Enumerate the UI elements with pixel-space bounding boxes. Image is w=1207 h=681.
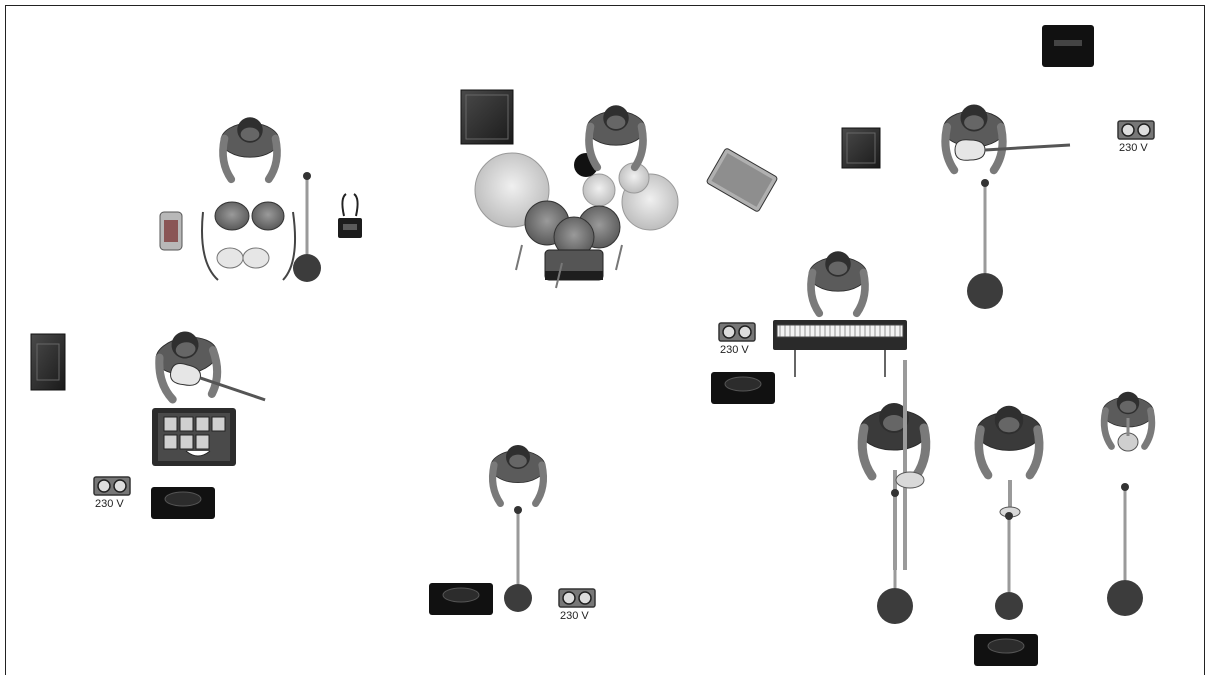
outlet-voltage-label: 230 V: [1119, 142, 1148, 154]
bass-amp-icon: [31, 334, 65, 390]
floor-monitor-icon: [974, 634, 1038, 666]
side-fill-speaker-icon: [706, 148, 778, 213]
floor-monitor-icon: [711, 372, 775, 404]
percussionist-icon: [221, 117, 279, 179]
monitor-wedge-icon: [1042, 25, 1094, 67]
guitarist-icon: [943, 105, 1004, 171]
power-outlet-icon: [1118, 121, 1154, 139]
floor-monitor-icon: [151, 487, 215, 519]
power-outlet-icon: [719, 323, 755, 341]
mic-stand-icon: [967, 179, 1003, 309]
mic-stand-icon: [1107, 483, 1143, 616]
drummer-icon: [587, 105, 645, 167]
bass-guitarist-icon: [153, 327, 223, 401]
pedalboard-icon: [152, 408, 236, 466]
outlet-voltage-label: 230 V: [95, 498, 124, 510]
trombonist-icon: [860, 403, 928, 476]
floor-monitor-icon: [429, 583, 493, 615]
mic-stand-icon: [877, 489, 913, 624]
outlet-voltage-label: 230 V: [560, 610, 589, 622]
drum-kit-icon: [475, 153, 678, 288]
power-outlet-icon: [94, 477, 130, 495]
guitar-amp-icon: [842, 128, 880, 168]
percussion-setup-icon: [160, 202, 295, 280]
power-outlet-icon: [559, 589, 595, 607]
mic-stand-icon: [504, 506, 532, 612]
vocalist-icon: [491, 445, 545, 503]
trumpeter-icon: [977, 406, 1042, 475]
mic-stand-icon: [293, 172, 321, 282]
in-ear-monitor-icon: [338, 194, 362, 238]
keyboardist-icon: [809, 251, 867, 313]
guitar-amp-icon: [461, 90, 513, 144]
mic-stand-icon: [995, 512, 1023, 620]
keyboard-icon: [773, 320, 907, 377]
electric-guitar-icon: [955, 140, 1070, 161]
outlet-voltage-label: 230 V: [720, 344, 749, 356]
trumpet-icon: [1000, 480, 1020, 517]
